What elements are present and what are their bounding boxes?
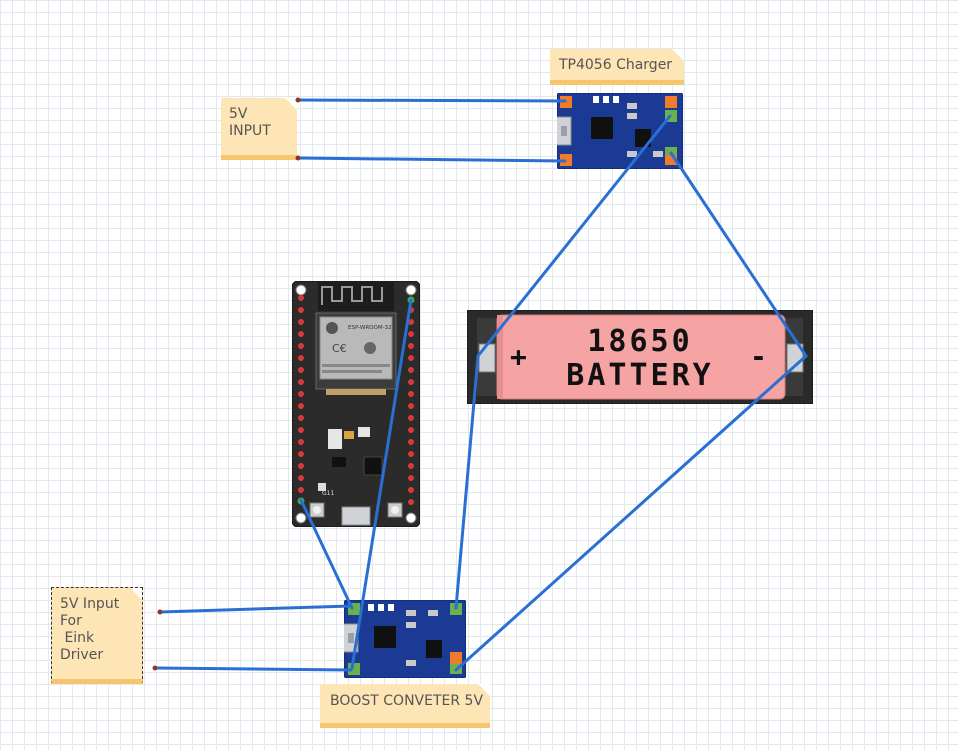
esp32-module-name: ESP-WROOM-32	[348, 325, 392, 331]
wire-boost-esp32-vin	[350, 298, 413, 670]
wire-input-minus	[296, 156, 567, 163]
eink-input-note-text: 5V Input For Eink Driver	[60, 596, 120, 663]
ce-mark-icon: C€	[332, 342, 347, 355]
bluetooth-logo-icon	[364, 342, 376, 354]
esp32-pin-label: G11	[322, 490, 334, 497]
wifi-logo-icon	[326, 322, 338, 334]
boost-pad-bat-minus	[450, 652, 462, 664]
boost-ic-icon	[374, 626, 396, 648]
esp32-dev-board[interactable]: ESP-WROOM-32 C€ G11	[292, 281, 420, 527]
wire-battery-minus-boost	[454, 354, 808, 672]
tp4056-charger-label: TP4056 Charger	[550, 49, 684, 85]
wire-battery-plus-boost	[454, 354, 480, 610]
esp32-usb-port-icon	[341, 506, 371, 526]
charger-pad-b-plus	[665, 96, 677, 108]
charger-ic-icon	[591, 117, 613, 139]
boost-converter-label-text: BOOST CONVETER 5V	[330, 693, 484, 709]
eink-input-note: 5V Input For Eink Driver	[51, 587, 143, 684]
esp32-left-pin-header	[297, 295, 305, 505]
wire-eink-plus	[158, 604, 353, 614]
boost-converter-label: BOOST CONVETER 5V	[320, 684, 490, 728]
wire-input-plus	[296, 98, 567, 103]
tp4056-charger-board[interactable]	[557, 93, 683, 169]
wire-charger-bat-plus	[476, 114, 672, 358]
battery-plus-sign: +	[510, 340, 527, 373]
battery-type-text: BATTERY	[566, 358, 714, 393]
wire-boost-esp32-gnd	[299, 498, 354, 610]
wire-eink-minus	[153, 666, 353, 672]
battery-model-text: 18650	[587, 324, 693, 359]
battery-holder[interactable]	[467, 310, 813, 404]
battery-minus-sign: -	[750, 340, 767, 373]
input-5v-note-text: 5V INPUT	[229, 106, 271, 139]
input-5v-note: 5V INPUT	[221, 98, 297, 160]
wire-charger-bat-minus	[669, 151, 808, 358]
tp4056-charger-label-text: TP4056 Charger	[559, 57, 673, 73]
